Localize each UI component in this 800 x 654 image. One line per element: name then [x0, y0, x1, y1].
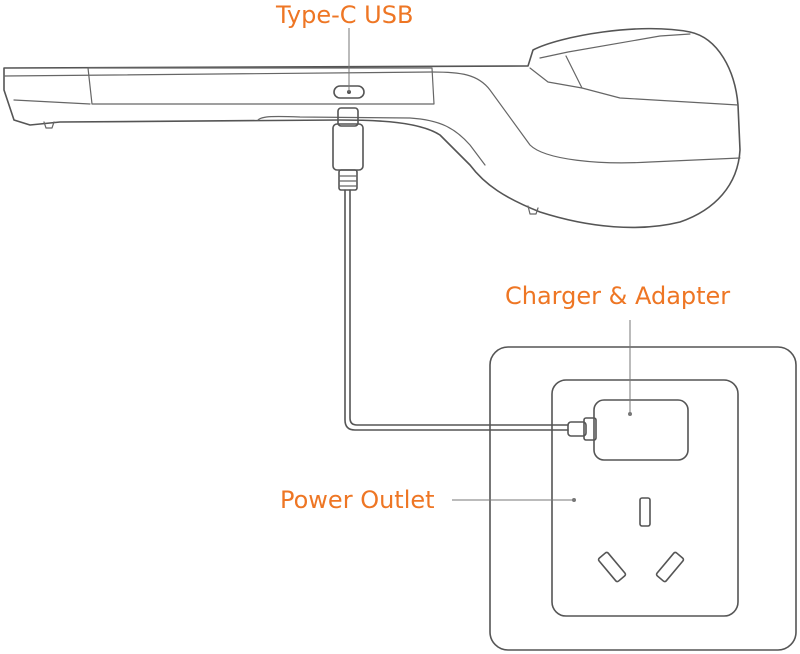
usb-port-label: Type-C USB: [276, 3, 413, 27]
handheld-device-icon: [4, 29, 740, 228]
charging-cable: [345, 190, 568, 430]
charger-label: Charger & Adapter: [505, 284, 730, 308]
outlet-label: Power Outlet: [280, 488, 435, 512]
charger-adapter-icon: [568, 400, 688, 460]
wall-socket-icon: [490, 347, 796, 650]
